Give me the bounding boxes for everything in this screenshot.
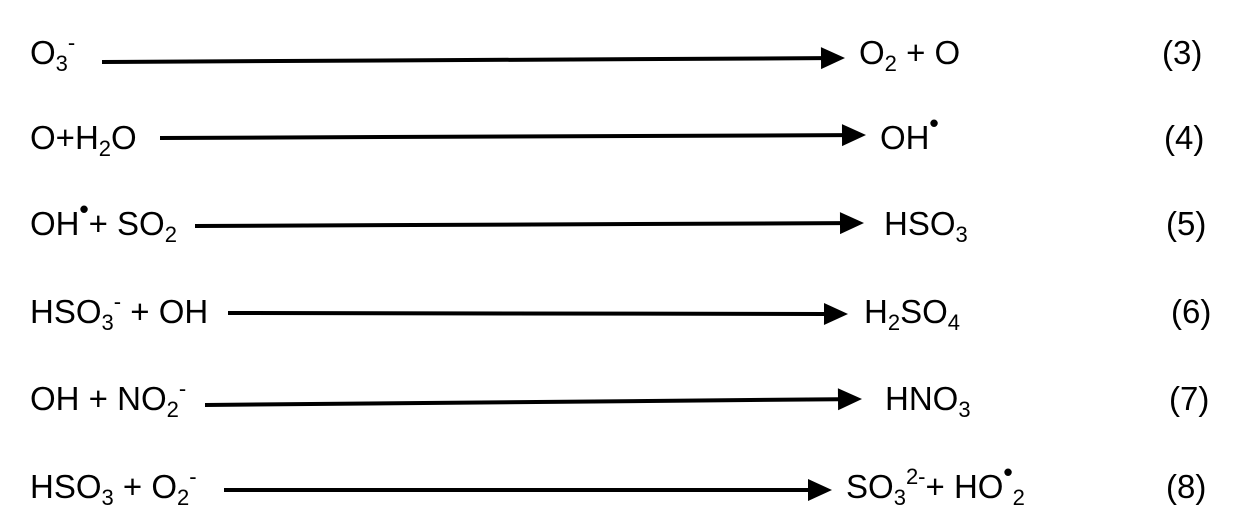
arrow-head xyxy=(839,212,864,235)
subscript: 3 xyxy=(101,485,114,510)
equation-row: OH + NO2- HNO3 (7) xyxy=(0,372,1239,432)
reaction-arrow xyxy=(224,479,832,501)
subscript: 3 xyxy=(893,485,906,510)
reaction-arrow xyxy=(204,388,862,411)
equation-number: (4) xyxy=(1164,119,1205,156)
arrow-head xyxy=(808,479,832,501)
equation-number: (8) xyxy=(1166,468,1207,505)
formula-text: + SO xyxy=(88,205,165,242)
formula-text: O xyxy=(30,34,56,71)
products: H2SO4 xyxy=(864,293,960,334)
radical-dot: • xyxy=(1003,457,1013,487)
equation-row: O+H2O OH• (4) xyxy=(0,110,1239,171)
subscript: 3 xyxy=(55,51,68,76)
products: O2 + O xyxy=(859,34,961,75)
formula-text: OH + NO xyxy=(30,380,167,417)
subscript: 3 xyxy=(958,397,971,422)
reactants: OH + NO2- xyxy=(30,378,186,421)
equation-row: OH•+ SO2 HSO3 (5) xyxy=(0,196,1239,257)
arrow-head xyxy=(837,388,862,411)
reaction-arrow xyxy=(227,302,848,325)
equation-number: (7) xyxy=(1169,380,1210,417)
formula-text: + HO xyxy=(925,468,1004,505)
formula-text: HSO xyxy=(30,468,102,505)
equation-row: HSO3 + O2-SO32-+ HO•2(8) xyxy=(0,459,1239,520)
formula-text: HSO xyxy=(30,293,102,330)
formula-text: OH xyxy=(30,205,80,242)
radical-dot: • xyxy=(79,194,89,224)
subscript: 2 xyxy=(887,310,901,335)
arrow-shaft xyxy=(159,133,843,140)
superscript: - xyxy=(67,30,76,55)
products: HSO3 xyxy=(884,205,968,246)
formula-text: OH xyxy=(880,119,930,156)
equation-number: (6) xyxy=(1171,293,1212,330)
subscript: 4 xyxy=(947,310,961,335)
arrow-shaft xyxy=(227,311,825,316)
products: SO32-+ HO•2 xyxy=(846,459,1025,509)
formula-text: H xyxy=(864,293,888,330)
formula-text: + O xyxy=(896,34,961,71)
reactants: OH•+ SO2 xyxy=(30,196,177,246)
products: OH• xyxy=(880,110,939,156)
subscript: 3 xyxy=(955,222,968,247)
subscript: 2 xyxy=(166,397,179,422)
subscript: 2 xyxy=(1012,485,1025,510)
reactants: HSO3- + OH xyxy=(30,291,209,334)
subscript: 2 xyxy=(884,51,897,76)
reactants: O3- xyxy=(30,32,75,75)
formula-text: + O xyxy=(113,468,178,505)
formula-text: SO xyxy=(900,293,948,330)
equation-number: (3) xyxy=(1162,34,1203,71)
superscript: - xyxy=(178,376,187,401)
equation-row: O3-O2 + O(3) xyxy=(0,26,1239,86)
subscript: 2 xyxy=(164,222,177,247)
radical-dot: • xyxy=(929,108,939,138)
subscript: 2 xyxy=(177,485,190,510)
reactants: HSO3 + O2- xyxy=(30,466,197,509)
superscript: - xyxy=(189,464,197,489)
equation-number: (5) xyxy=(1166,205,1207,242)
formula-text: + OH xyxy=(121,293,209,330)
superscript: - xyxy=(113,289,122,314)
arrow-shaft xyxy=(204,397,839,407)
products: HNO3 xyxy=(885,380,971,421)
arrow-shaft xyxy=(194,221,841,228)
subscript: 2 xyxy=(98,136,112,161)
formula-text: HNO xyxy=(885,380,959,417)
arrow-shaft xyxy=(101,56,822,64)
reaction-arrow xyxy=(101,47,845,70)
formula-text: O+H xyxy=(30,119,99,156)
formula-text: SO xyxy=(846,468,894,505)
formula-text: O xyxy=(111,119,137,156)
reaction-arrow xyxy=(159,124,866,147)
formula-text: O xyxy=(859,34,885,71)
subscript: 3 xyxy=(101,310,114,335)
arrow-head xyxy=(820,47,845,70)
reactants: O+H2O xyxy=(30,119,137,160)
formula-text: HSO xyxy=(884,205,956,242)
arrow-head xyxy=(823,302,848,325)
superscript: 2- xyxy=(905,464,926,489)
reaction-arrow xyxy=(194,212,864,235)
arrow-head xyxy=(841,124,866,147)
